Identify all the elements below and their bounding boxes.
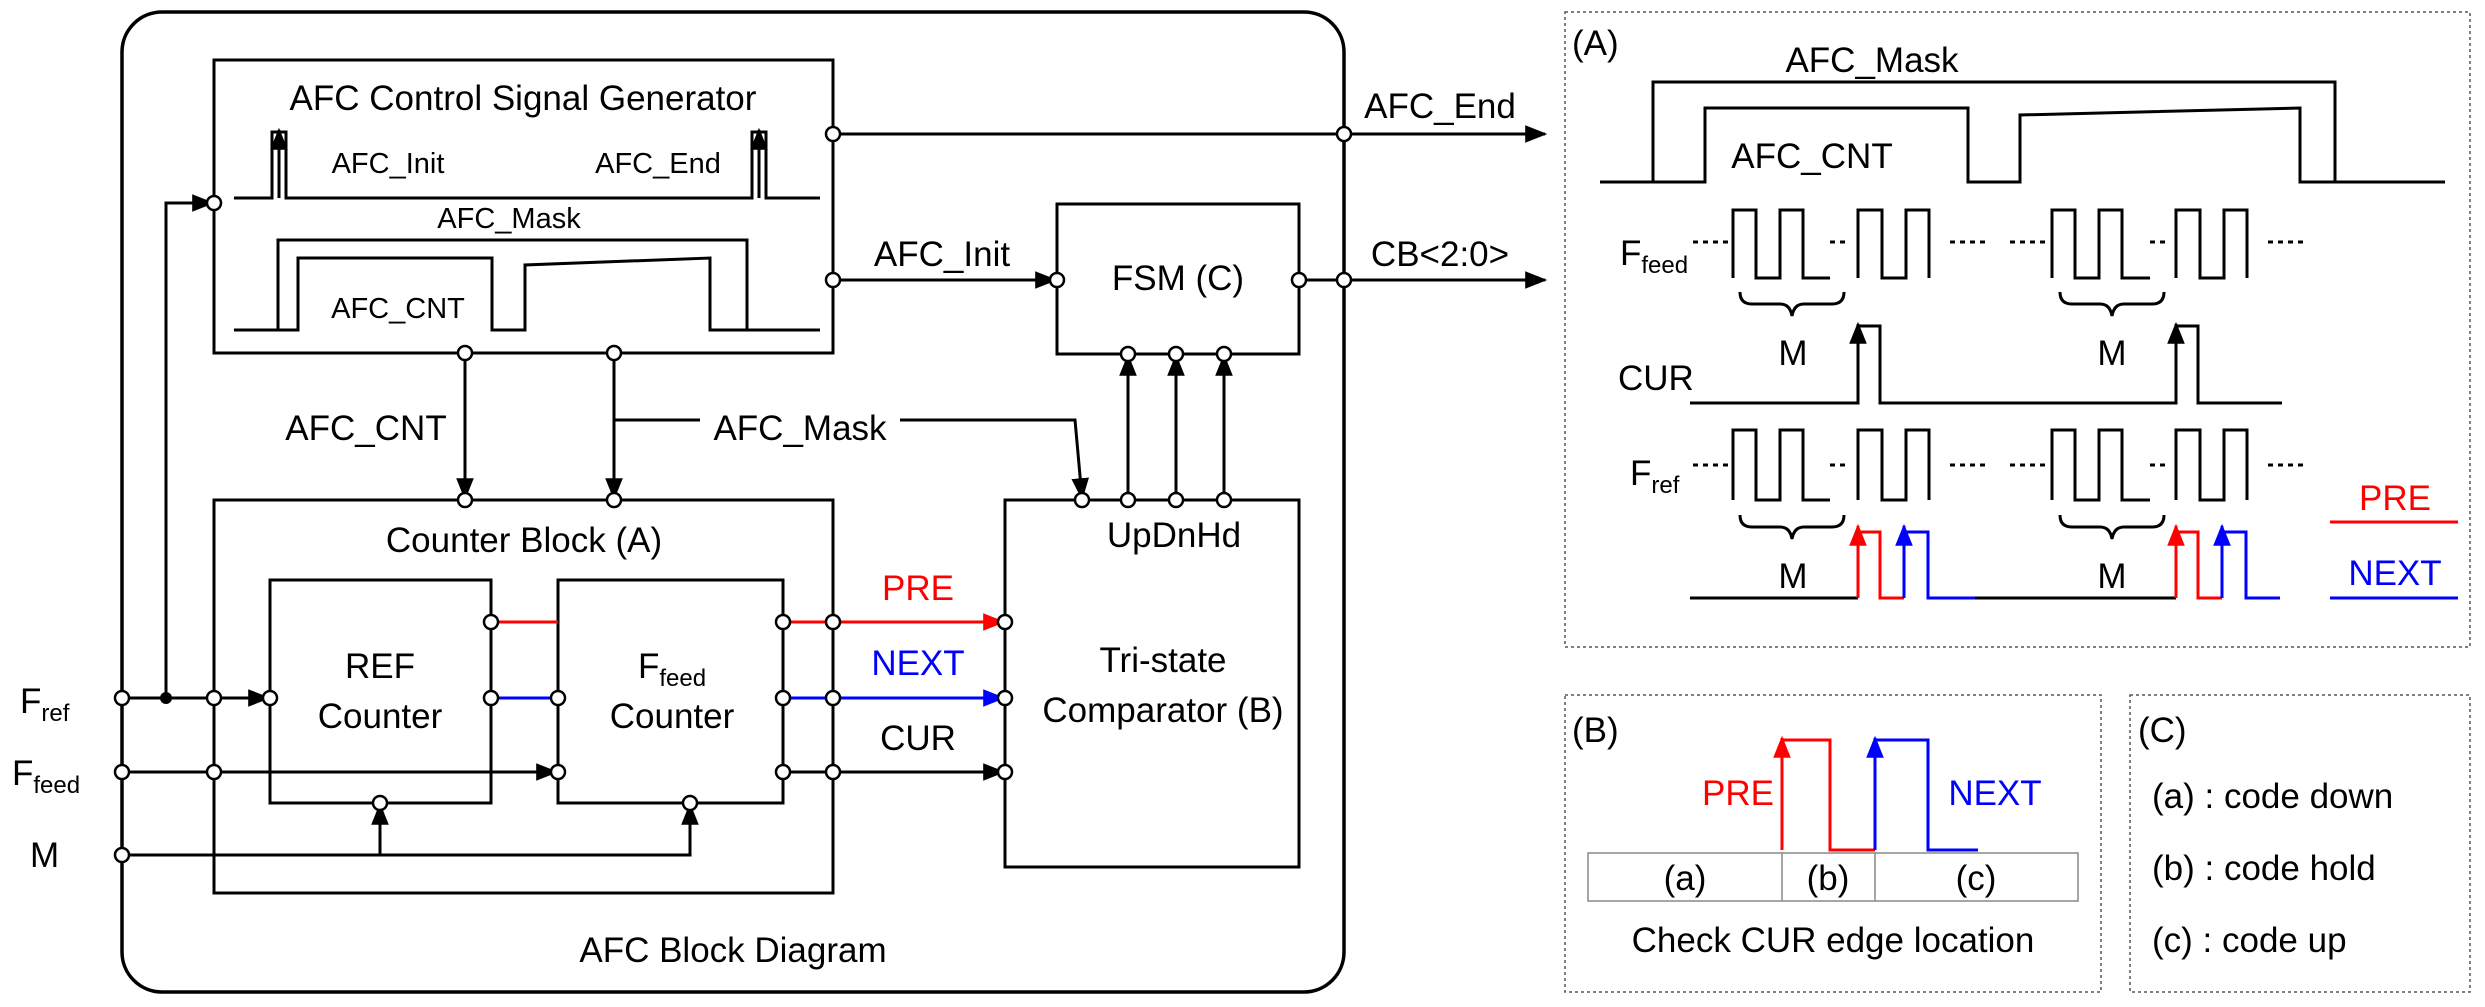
panel-a-ffeed-label: Ffeed [1620,234,1688,279]
panel-a-pre-pulse-1 [1856,530,1904,600]
panel-b-region-bar [1587,852,2079,902]
panel-a-fref-waveform [1693,428,2303,540]
fref-sub: ref [41,700,69,727]
m-input-label: M [30,836,59,875]
comparator-up-dn-hd: UpDnHd [1107,516,1241,555]
feed-counter-sub: feed [659,665,706,692]
feed-counter-f: F [638,647,659,686]
afc-init-inner-label: AFC_Init [332,148,445,180]
ref-counter-box [268,578,493,805]
port-dots [113,125,1353,864]
panel-a-fref-sub: ref [1651,472,1679,499]
panel-c-item-b: (b) : code hold [2152,849,2376,888]
pre-wire-label: PRE [882,569,954,608]
panel-a-fref-f: F [1630,454,1651,493]
panel-b-frame [1564,694,2102,993]
panel-c-item-a: (a) : code down [2152,777,2393,816]
feed-counter-label-1: Ffeed [638,647,706,692]
panel-b-next-label: NEXT [1948,774,2041,813]
afc-end-inner-label: AFC_End [595,148,721,180]
panel-c-item-c: (c) : code up [2152,921,2347,960]
ffeed-input-label: Ffeed [12,754,80,799]
panel-a-cnt-waveform [1653,106,2335,184]
panel-a-afc-cnt: AFC_CNT [1731,137,1892,176]
panel-a-legend-next: NEXT [2348,554,2441,593]
cb-out-label: CB<2:0> [1371,235,1509,274]
afc-end-out-label: AFC_End [1364,87,1516,126]
panel-b-edge-check: (B) PRE NEXT (a) (b) (c) Check CUR edge … [1564,694,2102,993]
panel-b-pre-pulse [1780,738,1875,852]
afc-outer-frame [120,10,1346,994]
cur-wire-label: CUR [880,719,956,758]
feed-counter-label-2: Counter [610,697,735,736]
afc-block-caption: AFC Block Diagram [579,931,886,970]
panel-b-cell-b: (b) [1807,859,1850,898]
panel-c-frame [2129,694,2471,993]
panel-a-legend-pre: PRE [2359,479,2431,518]
afc-cnt-inner-label: AFC_CNT [331,293,465,325]
panel-a-label: (A) [1572,24,1619,63]
afc-mask-cnt-waveform [234,238,820,332]
ffeed-sub: feed [33,772,80,799]
panel-b-pre-label: PRE [1702,774,1774,813]
comparator-box [1003,498,1301,869]
panel-a-ffeed-waveform [1693,208,2303,317]
panel-a-frame [1564,11,2471,648]
fsm-block: FSM (C) [1055,202,1301,356]
panel-b-cell-c: (c) [1956,859,1997,898]
panel-c-label: (C) [2138,711,2187,750]
comparator-title-2: Comparator (B) [1042,691,1283,730]
m-wire [122,805,692,857]
panel-a-ffeed-sub: feed [1641,252,1688,279]
ffeed-f: F [12,754,33,793]
fsm-title: FSM (C) [1112,259,1244,298]
afc-block-diagram: AFC Block Diagram AFC Control Signal Gen… [12,10,1548,994]
panel-b-label: (B) [1572,711,1619,750]
ref-counter-label-1: REF [345,647,415,686]
control-signal-generator: AFC Control Signal Generator AFC_Init AF… [212,58,835,355]
panel-a-m-bot-1: M [1778,557,1807,596]
control-gen-title: AFC Control Signal Generator [290,79,757,118]
afc-init-end-waveform [234,130,820,200]
panel-c-legend: (C) (a) : code down (b) : code hold (c) … [2129,694,2471,993]
panel-a-m-top-1: M [1778,334,1807,373]
panel-a-pre-pulse-2 [2174,530,2222,600]
afc-mask-to-comp-wire-2 [900,418,1089,501]
panel-a-next-pulse-1 [1902,530,1975,600]
fref-to-control-wire [164,194,215,698]
counter-block-title: Counter Block (A) [386,521,662,560]
panel-a-ffeed-f: F [1620,234,1641,273]
panel-b-cell-a: (a) [1664,859,1707,898]
tri-state-comparator: Tri-state Comparator (B) UpDnHd [1003,498,1301,869]
panel-a-m-top-2: M [2097,334,2126,373]
comparator-title-1: Tri-state [1099,641,1226,680]
afc-init-wire-label: AFC_Init [874,235,1010,274]
fref-f: F [20,682,41,721]
fref-input-label: Fref [20,682,70,727]
panel-a-timing: (A) AFC_Mask AFC_CNT Ffeed M M CUR [1564,11,2471,648]
panel-a-next-pulse-2 [2220,530,2280,600]
afc-mask-inner-label: AFC_Mask [437,203,581,235]
panel-a-mask-waveform [1600,80,2445,184]
panel-a-afc-mask: AFC_Mask [1785,41,1959,80]
ref-counter-label-2: Counter [318,697,443,736]
panel-b-caption: Check CUR edge location [1632,921,2035,960]
panel-a-cur-label: CUR [1618,359,1694,398]
fref-junction-dot [160,692,172,704]
afc-cnt-wire-label: AFC_CNT [285,409,446,448]
next-wire-label: NEXT [871,644,964,683]
afc-cnt-waveform [278,256,747,332]
afc-mask-wire-label: AFC_Mask [713,409,887,448]
panel-a-fref-label: Fref [1630,454,1680,499]
panel-a-m-bot-2: M [2097,557,2126,596]
